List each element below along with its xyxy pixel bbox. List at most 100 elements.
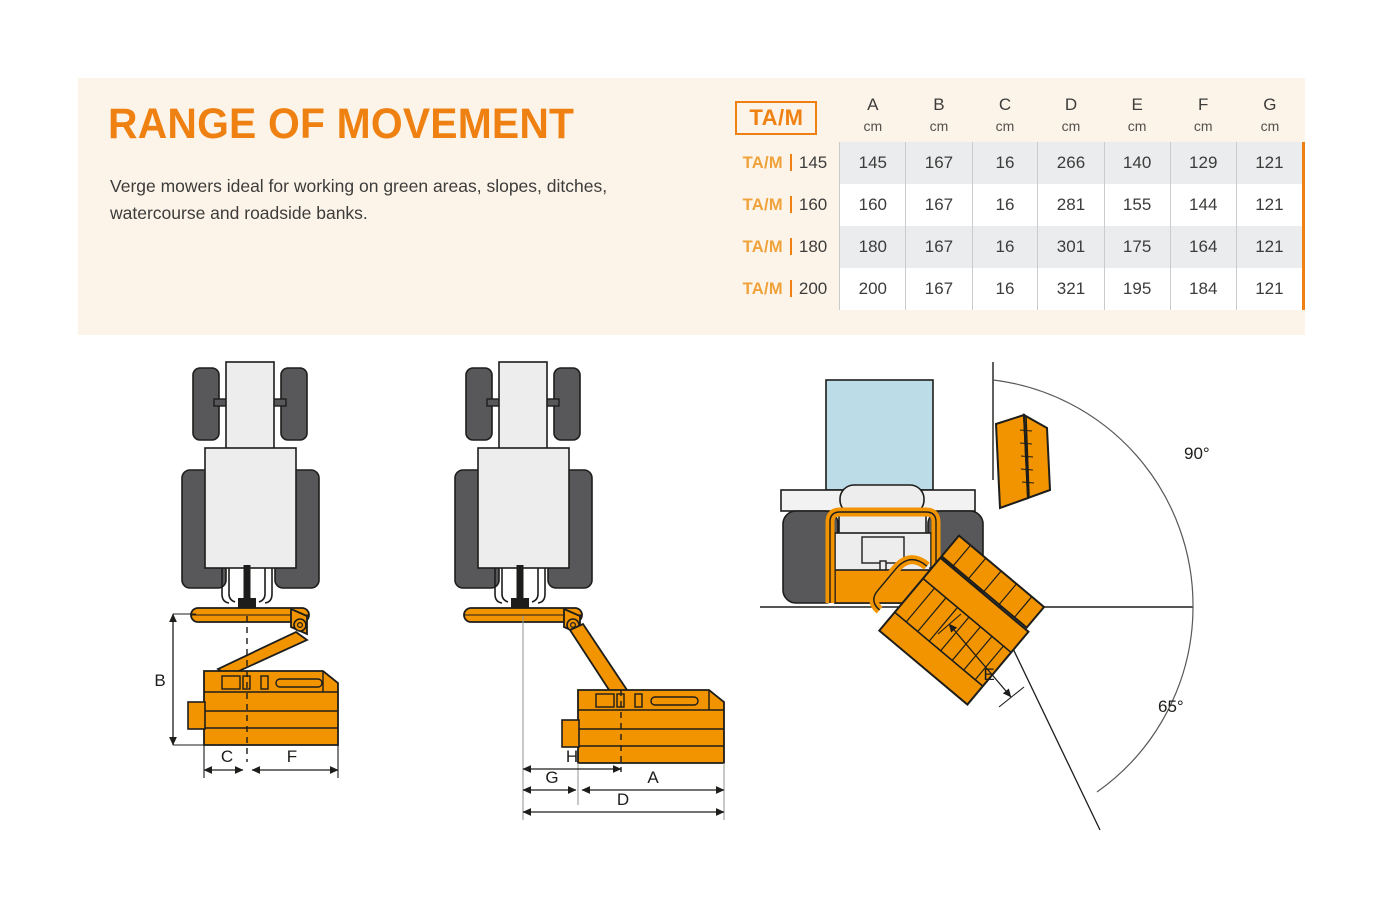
diagram-side-view: H G A D — [454, 361, 725, 820]
column-unit: cm — [1260, 118, 1280, 134]
column-unit: cm — [929, 118, 949, 134]
cell-c: 16 — [971, 142, 1038, 184]
linkage-leg-right-inner — [258, 568, 266, 603]
cell-c: 16 — [971, 226, 1038, 268]
linkage-leg-left-inner — [501, 568, 509, 603]
cell-d: 266 — [1037, 142, 1105, 184]
dimension-label-h: H — [566, 747, 578, 766]
column-unit: cm — [1061, 118, 1081, 134]
cell-a: 180 — [839, 226, 906, 268]
cell-e: 140 — [1103, 142, 1171, 184]
spec-table: TA/M A cm B cm C cm — [713, 94, 1306, 310]
cell-b: 167 — [905, 184, 973, 226]
column-letter: C — [998, 95, 1012, 114]
pivot-joint-inner — [297, 621, 304, 628]
row-divider — [789, 196, 792, 213]
table-head: TA/M A cm B cm C cm — [713, 94, 1304, 142]
dimension-d: D — [522, 790, 725, 816]
cell-e: 155 — [1103, 184, 1171, 226]
linkage-leg-left — [494, 568, 503, 604]
table-header-row: TA/M A cm B cm C cm — [713, 94, 1304, 142]
dimension-b: B — [154, 613, 204, 746]
column-header-g: G cm — [1236, 94, 1303, 142]
pto-shaft — [243, 565, 251, 599]
diagram-rear-view: B C F — [154, 361, 339, 778]
cell-f: 184 — [1169, 268, 1237, 310]
column-unit: cm — [863, 118, 883, 134]
cell-d: 281 — [1037, 184, 1105, 226]
row-size: 180 — [798, 237, 828, 256]
cell-c: 16 — [971, 184, 1038, 226]
front-wheels — [465, 367, 581, 441]
linkage-leg-right — [264, 568, 273, 604]
pivot-joint — [293, 618, 307, 632]
tractor-bonnet — [498, 361, 548, 461]
dimension-label-b: B — [154, 671, 165, 690]
diagram-angle-view: 90° 65° — [760, 362, 1210, 831]
cell-a: 160 — [839, 184, 906, 226]
column-letter: E — [1131, 95, 1143, 114]
angle-label-90: 90° — [1184, 444, 1210, 463]
header-panel: RANGE OF MOVEMENT Verge mowers ideal for… — [78, 78, 1306, 335]
linkage-leg-right-inner — [531, 568, 539, 603]
table-row: TA/M 160 160 167 16 281 155 144 121 — [713, 184, 1306, 226]
row-size: 160 — [798, 195, 828, 214]
cell-g: 121 — [1235, 184, 1306, 226]
column-letter: F — [1198, 95, 1209, 114]
pivot-joint-inner — [569, 621, 576, 628]
cell-d: 301 — [1037, 226, 1105, 268]
cell-f: 129 — [1169, 142, 1237, 184]
column-letter: D — [1064, 95, 1078, 114]
column-header-a: A cm — [840, 94, 906, 142]
column-letter: B — [933, 95, 945, 114]
row-divider — [789, 154, 792, 171]
mower-head — [187, 670, 339, 746]
cell-f: 144 — [1169, 184, 1237, 226]
cell-f: 164 — [1169, 226, 1237, 268]
row-divider — [789, 238, 792, 255]
tractor-bonnet — [225, 361, 275, 461]
cell-b: 167 — [905, 268, 973, 310]
row-model: TA/M — [742, 196, 783, 214]
row-divider — [789, 280, 792, 297]
row-label: TA/M 160 — [713, 184, 840, 226]
cell-c: 16 — [971, 268, 1038, 310]
linkage-leg-left — [221, 568, 230, 604]
column-letter: A — [867, 95, 879, 114]
dimension-f: F — [251, 745, 339, 778]
dimension-label-d: D — [617, 790, 629, 809]
page-subtitle: Verge mowers ideal for working on green … — [110, 176, 608, 223]
pto-shaft — [516, 565, 524, 599]
arc-90-degrees — [992, 379, 1194, 608]
column-header-f: F cm — [1170, 94, 1236, 142]
dimension-label-e: E — [983, 665, 994, 684]
mower-head-vertical — [994, 413, 1052, 510]
dimension-label-f: F — [287, 747, 297, 766]
table-badge-cell: TA/M — [713, 94, 840, 142]
column-header-e: E cm — [1104, 94, 1170, 142]
dimension-label-g: G — [545, 768, 558, 787]
linkage-leg-left-inner — [228, 568, 236, 603]
page-title: RANGE OF MOVEMENT — [108, 100, 575, 148]
cell-b: 167 — [905, 142, 973, 184]
column-unit: cm — [995, 118, 1015, 134]
cell-g: 121 — [1235, 268, 1306, 310]
model-badge: TA/M — [735, 100, 818, 136]
arc-65-degrees — [1096, 606, 1194, 793]
mower-arm — [216, 630, 309, 678]
dimension-h: H — [522, 747, 622, 773]
cell-e: 195 — [1103, 268, 1171, 310]
front-frame-hoop-outline — [829, 511, 937, 603]
cell-g: 121 — [1235, 226, 1306, 268]
tractor-cabin-glass — [825, 379, 934, 491]
dimension-label-c: C — [221, 747, 233, 766]
column-header-b: B cm — [906, 94, 972, 142]
